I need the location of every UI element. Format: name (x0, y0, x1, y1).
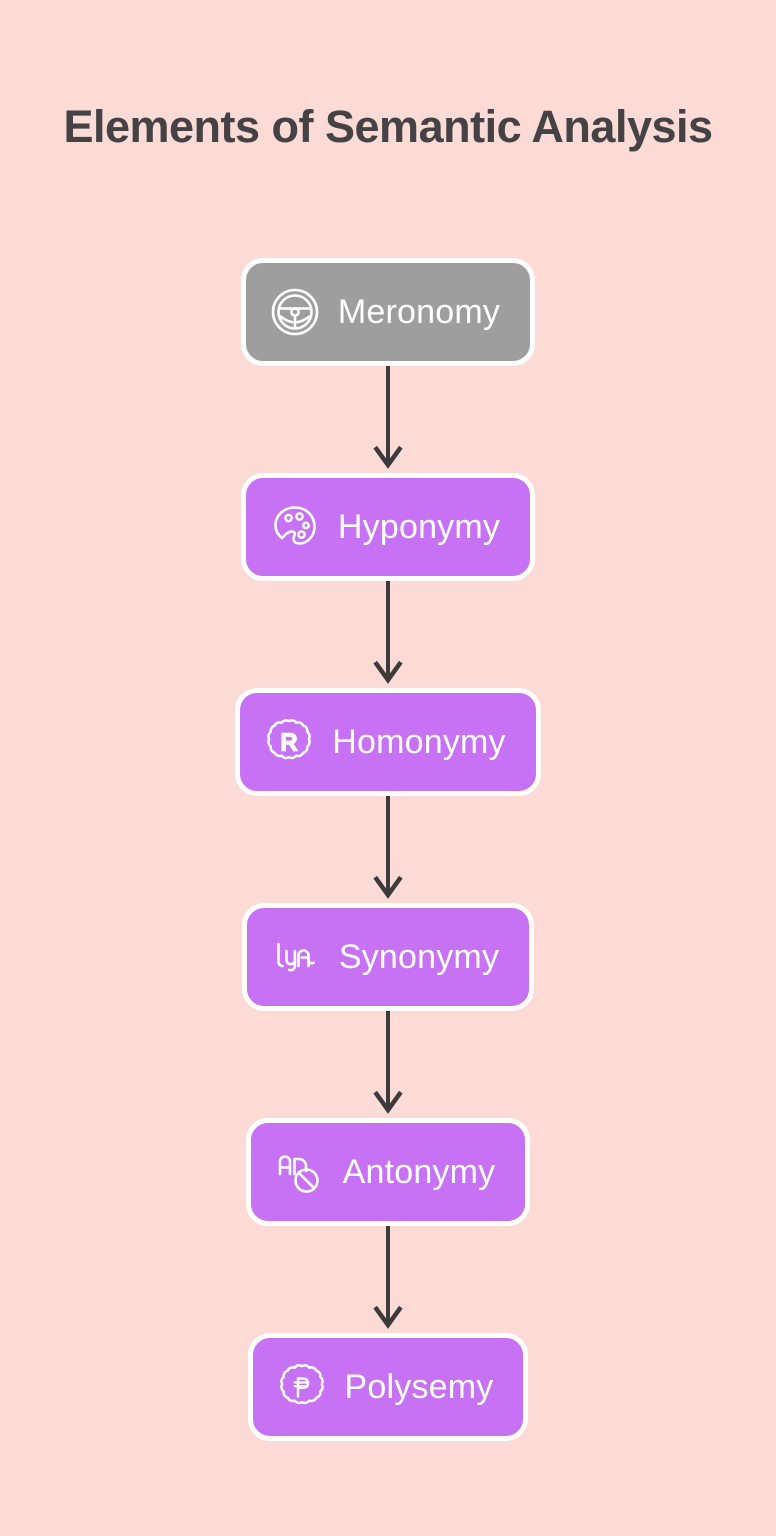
ad-block-icon (275, 1147, 325, 1197)
flow-node-label: Meronomy (337, 293, 501, 331)
lyft-wordmark-icon (271, 932, 321, 982)
flow-node-meronomy[interactable]: Meronomy (240, 258, 536, 366)
scalloped-badge-r-icon: R (264, 717, 314, 767)
flow-node-hyponymy[interactable]: Hyponymy (240, 473, 536, 581)
flow-node-polysemy[interactable]: Polysemy (247, 1333, 529, 1441)
flow-node-label: Polysemy (344, 1368, 494, 1406)
flow-node-antonymy[interactable]: Antonymy (245, 1118, 531, 1226)
scalloped-badge-peso-icon (277, 1362, 327, 1412)
flowchart: Meronomy Hyponymy (0, 258, 776, 1441)
page-title: Elements of Semantic Analysis (63, 101, 713, 152)
steering-wheel-icon (270, 287, 320, 337)
flow-node-label: Hyponymy (337, 508, 501, 546)
paint-palette-icon (270, 502, 320, 552)
flow-node-label: Synonymy (338, 938, 500, 976)
flow-arrow-3 (368, 796, 408, 903)
flow-node-label: Homonymy (332, 723, 506, 761)
flow-arrow-5 (368, 1226, 408, 1333)
flow-arrow-1 (368, 366, 408, 473)
flow-node-label: Antonymy (342, 1153, 496, 1191)
flow-node-homonymy[interactable]: R Homonymy (235, 688, 541, 796)
badge-letter-text: R (281, 729, 298, 755)
flow-arrow-4 (368, 1011, 408, 1118)
flow-arrow-2 (368, 581, 408, 688)
flow-node-synonymy[interactable]: Synonymy (241, 903, 535, 1011)
